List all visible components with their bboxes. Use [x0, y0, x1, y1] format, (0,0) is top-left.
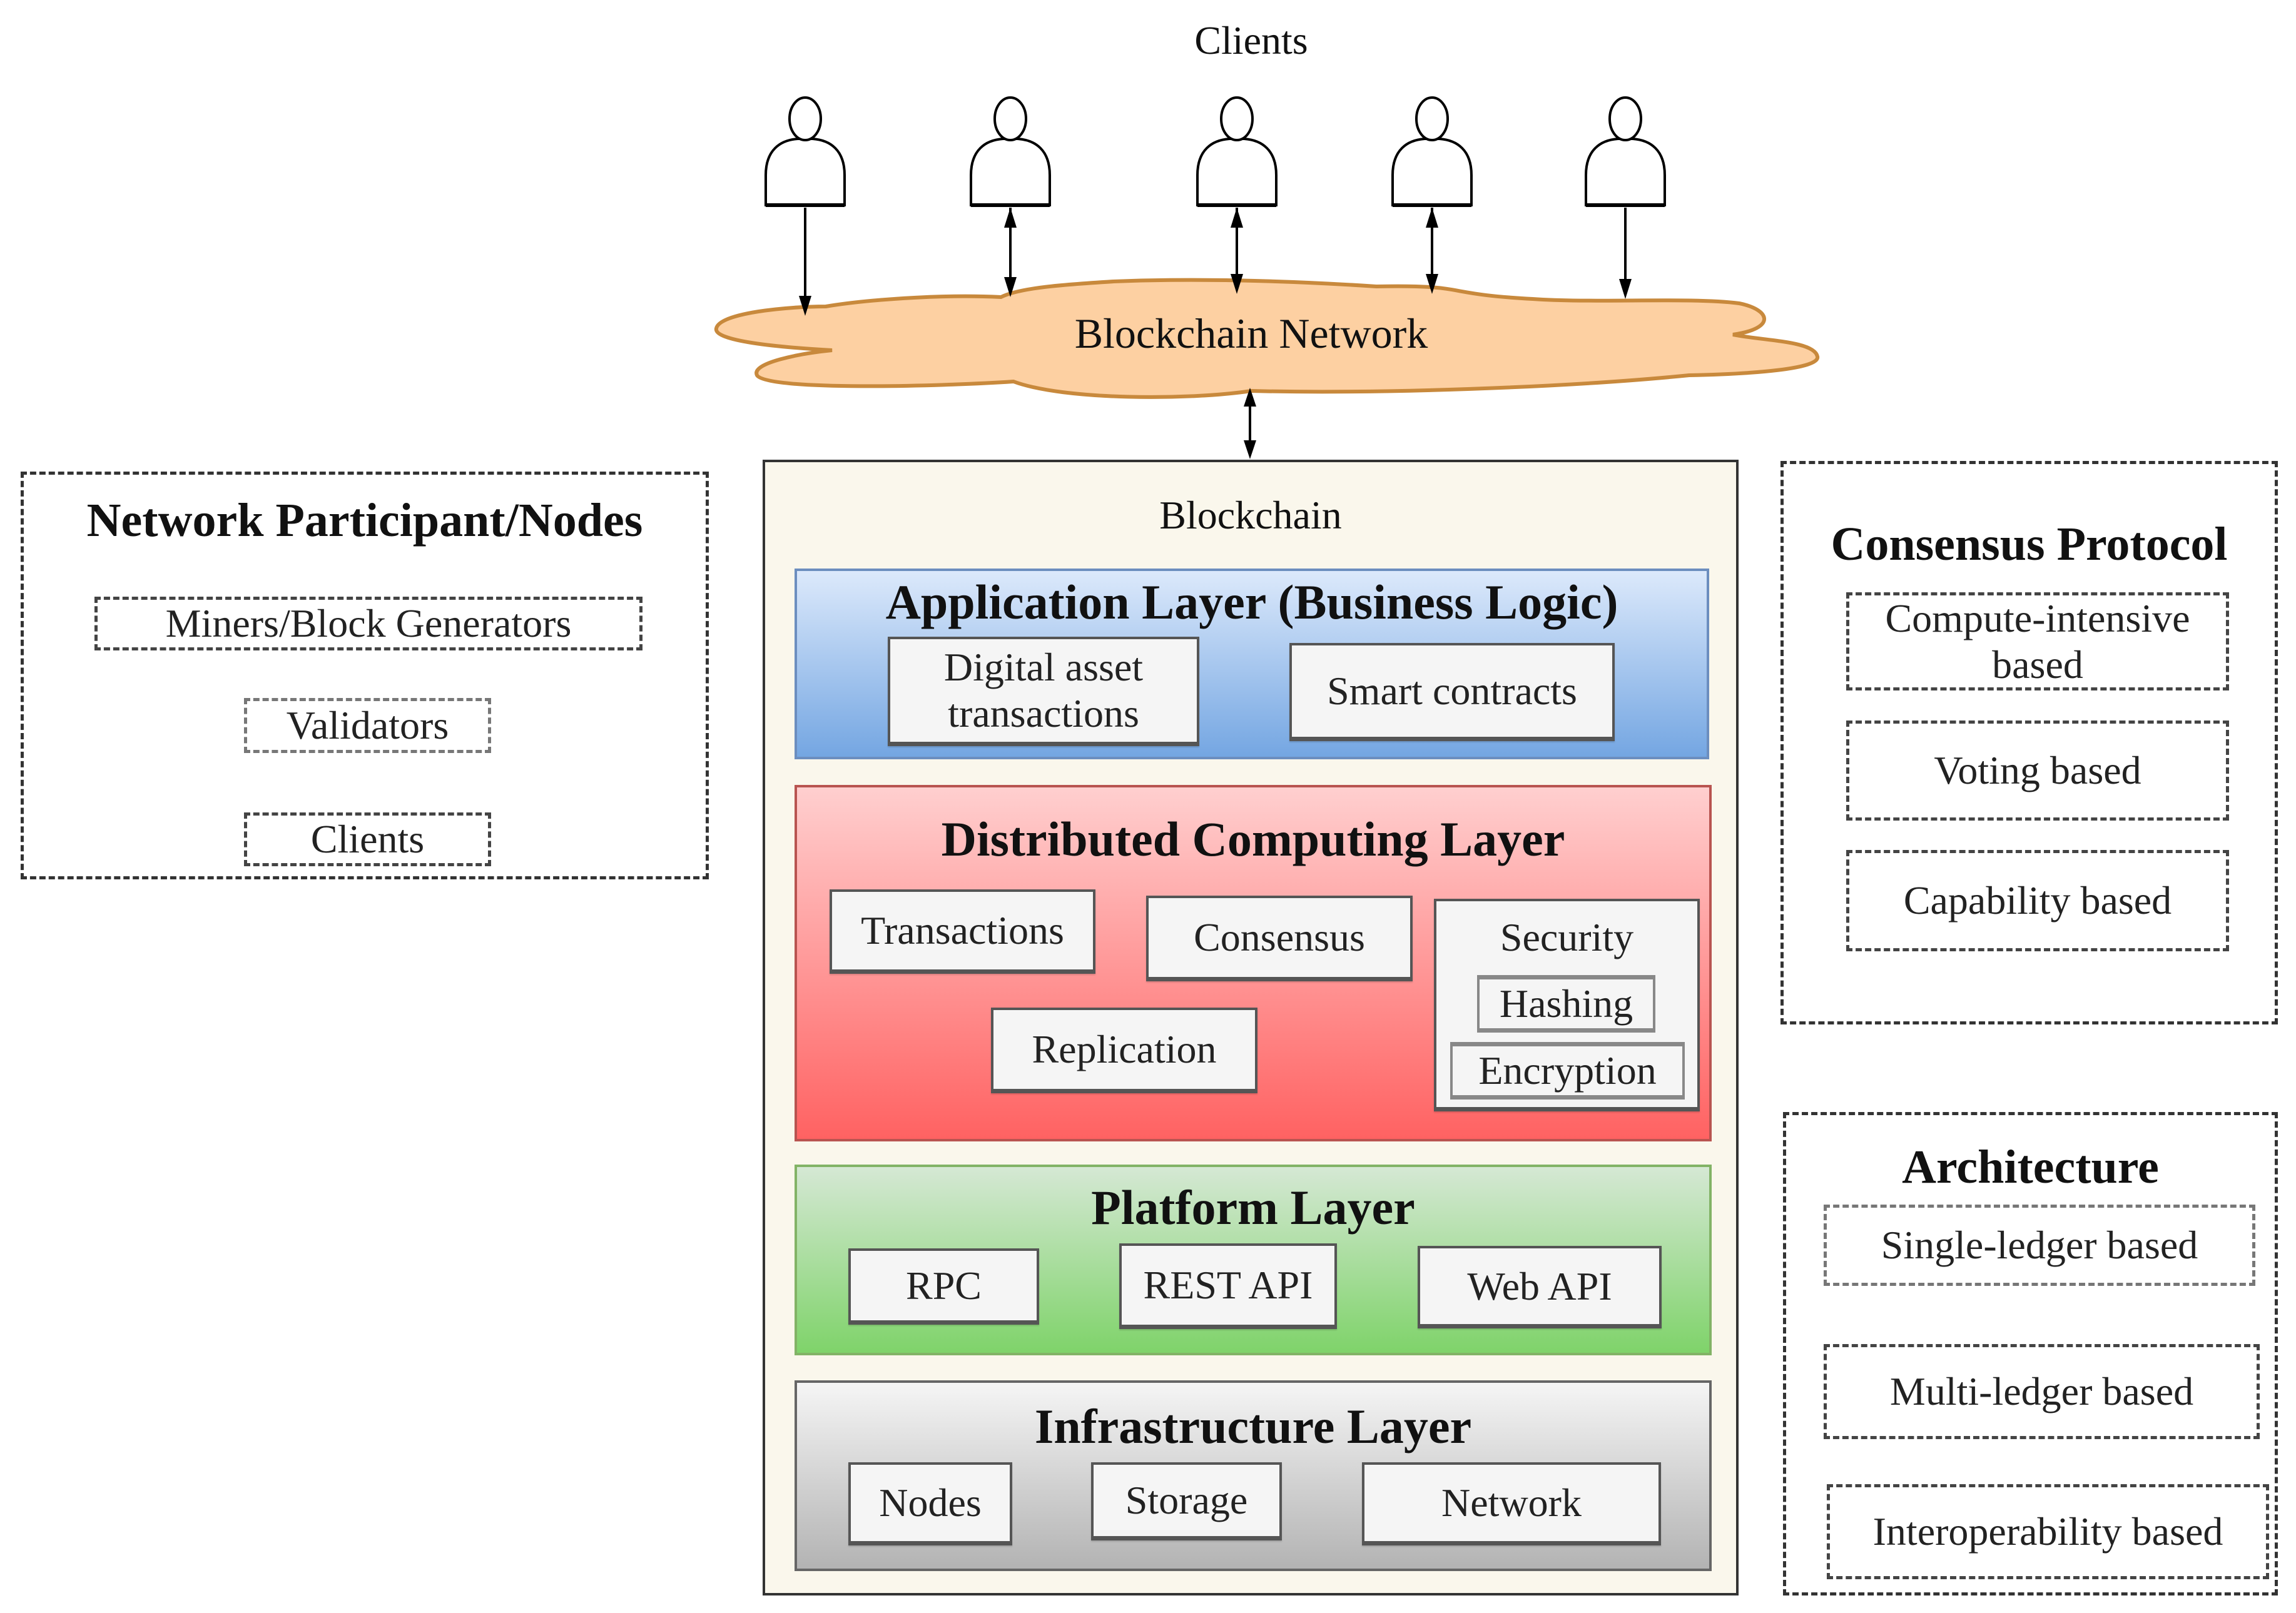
security-hashing: Hashing: [1477, 975, 1655, 1033]
architecture-title: Architecture: [1902, 1141, 2159, 1193]
person-body: [970, 138, 1051, 206]
person-head: [788, 96, 822, 141]
application-layer-title: Application Layer (Business Logic): [885, 575, 1618, 629]
consensus-voting: Voting based: [1846, 721, 2229, 821]
network-to-blockchain-arrow: [1244, 388, 1256, 459]
person-body: [1196, 138, 1278, 206]
consensus-item-label: based: [1992, 642, 2083, 687]
arrowhead-down: [1231, 274, 1243, 294]
component-label: Digital asset: [943, 645, 1144, 690]
application-layer: Application Layer (Business Logic) Digit…: [795, 569, 1709, 759]
participant-clients: Clients: [244, 812, 491, 866]
blockchain-network-cloud: [714, 278, 1819, 399]
person-head: [1415, 96, 1449, 141]
security-encryption: Encryption: [1450, 1042, 1685, 1100]
platform-layer-title: Platform Layer: [1091, 1180, 1415, 1235]
client-network-arrow: [1619, 208, 1632, 299]
arrowhead-up: [1426, 208, 1438, 228]
component-digital-asset-transactions: Digital asset transactions: [888, 637, 1199, 746]
blockchain-network-label: Blockchain Network: [1074, 309, 1428, 357]
component-nodes: Nodes: [848, 1462, 1012, 1545]
consensus-capability: Capability based: [1846, 850, 2229, 951]
participant-validators: Validators: [244, 698, 491, 753]
participants-panel: Network Participant/Nodes Miners/Block G…: [21, 472, 709, 879]
arrowhead-down: [1619, 279, 1632, 299]
component-label: transactions: [948, 691, 1139, 736]
component-consensus: Consensus: [1146, 896, 1413, 981]
arrowhead-down: [1004, 277, 1017, 297]
client-network-arrow: [1426, 208, 1438, 294]
distributed-computing-layer: Distributed Computing Layer Transactions…: [795, 785, 1712, 1141]
client-network-arrow: [1004, 208, 1017, 297]
distributed-layer-title: Distributed Computing Layer: [941, 812, 1565, 866]
consensus-protocol-title: Consensus Protocol: [1831, 518, 2228, 570]
architecture-multi-ledger: Multi-ledger based: [1824, 1344, 2260, 1439]
component-smart-contracts: Smart contracts: [1289, 643, 1615, 741]
person-head: [1220, 96, 1254, 141]
infrastructure-layer-title: Infrastructure Layer: [1034, 1399, 1472, 1454]
blockchain-container: Blockchain Application Layer (Business L…: [763, 460, 1739, 1595]
consensus-compute-intensive: Compute-intensive based: [1846, 592, 2229, 690]
architecture-panel: Architecture Single-ledger based Multi-l…: [1783, 1112, 2278, 1595]
person-head: [993, 96, 1027, 141]
client-person-icon: [1391, 96, 1473, 207]
arrowhead-down: [799, 296, 811, 316]
cloud-shape: [714, 278, 1819, 399]
component-transactions: Transactions: [830, 889, 1095, 974]
client-person-icon: [1196, 96, 1278, 207]
component-network: Network: [1362, 1462, 1661, 1545]
component-web-api: Web API: [1418, 1246, 1662, 1328]
person-head: [1608, 96, 1642, 141]
blockchain-title: Blockchain: [1159, 493, 1342, 537]
person-body: [1585, 138, 1666, 206]
consensus-item-label: Compute-intensive: [1885, 595, 2190, 640]
component-rest-api: REST API: [1119, 1243, 1337, 1329]
client-person-icon: [970, 96, 1051, 207]
component-replication: Replication: [991, 1008, 1257, 1093]
client-network-arrow: [799, 208, 811, 316]
platform-layer: Platform Layer RPC REST API Web API: [795, 1165, 1712, 1355]
participants-title: Network Participant/Nodes: [86, 494, 643, 547]
architecture-single-ledger: Single-ledger based: [1824, 1205, 2255, 1286]
component-storage: Storage: [1091, 1462, 1282, 1540]
arrowhead-up: [1004, 208, 1017, 228]
person-body: [1391, 138, 1473, 206]
component-security: Security Hashing Encryption: [1434, 899, 1700, 1111]
clients-title: Clients: [1194, 18, 1308, 63]
security-title: Security: [1500, 915, 1634, 960]
client-person-icon: [764, 96, 846, 207]
architecture-interoperability: Interoperability based: [1827, 1484, 2269, 1579]
client-network-arrow: [1231, 208, 1243, 294]
arrowhead-up: [1231, 208, 1243, 228]
infrastructure-layer: Infrastructure Layer Nodes Storage Netwo…: [795, 1380, 1712, 1571]
consensus-protocol-panel: Consensus Protocol Compute-intensive bas…: [1780, 461, 2278, 1024]
person-body: [764, 138, 846, 206]
arrowhead-down: [1426, 274, 1438, 294]
participant-miners: Miners/Block Generators: [94, 597, 643, 650]
component-rpc: RPC: [848, 1248, 1039, 1325]
client-person-icon: [1585, 96, 1666, 207]
